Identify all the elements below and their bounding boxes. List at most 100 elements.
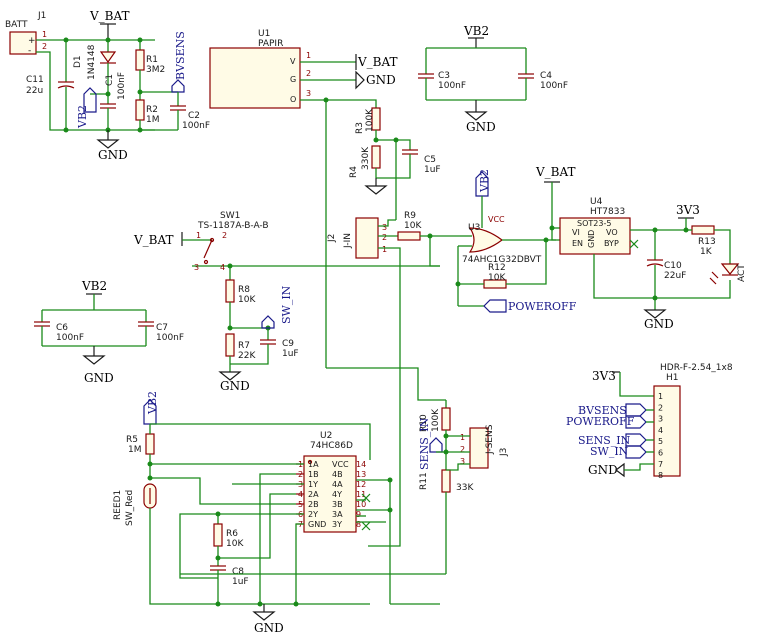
u2-right-pin-number: 11 xyxy=(356,490,366,499)
c3-ref: C3 xyxy=(438,71,450,81)
u1-n3: 3 xyxy=(306,89,311,98)
sw-in-label-2: SW_IN xyxy=(590,445,629,458)
c5-value: 1uF xyxy=(424,165,441,175)
r8-value: 10K xyxy=(238,295,256,305)
c1-value: 100nF xyxy=(117,72,127,100)
r5-ref: R5 xyxy=(126,435,138,445)
h1-value: HDR-F-2.54_1x8 xyxy=(660,363,733,373)
u2-left-pin-name: 2B xyxy=(308,500,319,509)
sw1-n4: 4 xyxy=(220,263,225,272)
sens-in-label-2: SENS_IN xyxy=(578,434,631,447)
c7-value: 100nF xyxy=(156,333,184,343)
j1-minus: - xyxy=(28,46,31,56)
r6-c8-group: R6 10K C8 1uF xyxy=(210,511,249,607)
u1-value: PAPIR xyxy=(258,39,283,49)
j1-pin2-num: 2 xyxy=(42,42,47,51)
gnd-symbol-1: GND xyxy=(96,130,128,162)
reed1-value: SW_Red xyxy=(125,490,135,526)
u2-left-pin-number: 5 xyxy=(298,500,303,509)
c1-ref: C1 xyxy=(105,74,115,86)
r11-ref: R11 xyxy=(419,472,429,490)
j3-n3: 3 xyxy=(460,457,465,466)
d1-ref: D1 xyxy=(73,55,83,68)
r8-r7-c9-group: GND R8 10K R7 22K C9 1uF xyxy=(218,266,299,393)
u2-right-pin-name: 3B xyxy=(332,500,343,509)
c2-ref: C2 xyxy=(188,111,200,121)
j1-value: BATT xyxy=(5,20,28,30)
r2-value: 1M xyxy=(146,115,160,125)
j3-connector: J-SENS J3 1 2 3 xyxy=(460,424,509,469)
vb2-label-2: VB2 xyxy=(463,24,489,38)
u1-n2: 2 xyxy=(306,69,311,78)
c2-value: 100nF xyxy=(182,121,210,131)
c3-c4-group: VB2 GND C3 100nF C4 100nF xyxy=(418,24,568,134)
c11-ref: C11 xyxy=(26,75,44,85)
u2-left-pin-name: GND xyxy=(308,520,326,529)
u2-right-pin-name: 4Y xyxy=(332,490,342,499)
r12-value: 10K xyxy=(488,273,506,283)
h1-pin-number: 8 xyxy=(658,471,663,480)
u4-vo: VO xyxy=(606,228,618,237)
r5-value: 1M xyxy=(128,445,142,455)
c8-ref: C8 xyxy=(232,567,244,577)
sw1-ref: SW1 xyxy=(220,211,240,221)
c7-ref: C7 xyxy=(156,323,168,333)
u1-pin-o: O xyxy=(290,95,296,104)
j1-battery-connector: J1 BATT + - 1 2 xyxy=(5,11,47,56)
sens-in-flag-1: SENS_IN xyxy=(418,417,443,470)
c6-ref: C6 xyxy=(56,323,68,333)
h1-pin-number: 7 xyxy=(658,460,663,469)
r13-ref: R13 xyxy=(698,237,716,247)
sens-in-label-1: SENS_IN xyxy=(418,417,431,470)
h1-pin-number: 1 xyxy=(658,392,663,401)
j2-value: J-IN xyxy=(343,233,353,249)
sw-in-flag-2: SW_IN xyxy=(590,445,654,459)
u4-vi: VI xyxy=(572,228,580,237)
r5-resistor: R5 1M xyxy=(126,433,155,455)
r6-value: 10K xyxy=(226,539,244,549)
vbat-label-3: V_BAT xyxy=(133,233,174,247)
j2-n1: 1 xyxy=(382,245,387,254)
vb2-label-5: VB2 xyxy=(146,391,159,415)
r9-value: 10K xyxy=(404,221,422,231)
r4-value: 330K xyxy=(361,146,371,170)
sw1-n2: 2 xyxy=(222,231,227,240)
vb2-label-3: VB2 xyxy=(478,169,491,193)
u2-right-pin-number: 14 xyxy=(356,460,366,469)
j3-ref: J3 xyxy=(499,448,509,457)
c10-ref: C10 xyxy=(664,261,682,271)
j2-n3: 3 xyxy=(382,223,387,232)
c11-capacitor: C11 22u xyxy=(26,40,75,130)
u3-or-gate: U3 74AHC1G32DBVT VCC xyxy=(462,215,542,265)
r2-resistor: R2 1M xyxy=(135,99,160,130)
v3v3-label-2: 3V3 xyxy=(592,369,616,383)
gnd-label-2: GND xyxy=(366,73,396,87)
u4-value: HT7833 xyxy=(590,207,625,217)
h1-pin-number: 5 xyxy=(658,437,663,446)
c9-value: 1uF xyxy=(282,349,299,359)
h1-ref: H1 xyxy=(666,373,679,383)
gnd-label-7: GND xyxy=(254,621,284,635)
h1-header: HDR-F-2.54_1x8 H1 xyxy=(653,363,733,477)
j1-pin1-num: 1 xyxy=(42,30,47,39)
act-label: ACT xyxy=(737,264,747,282)
u2-left-pin-name: 1B xyxy=(308,470,319,479)
vb2-flag-3: VB2 xyxy=(143,391,159,425)
poweroff-label-2: POWEROFF xyxy=(566,415,635,428)
u1-pin-v: V xyxy=(290,57,296,66)
u2-left-pin-name: 2Y xyxy=(308,510,318,519)
r4-ref: R4 xyxy=(349,166,359,178)
u4-ref: U4 xyxy=(590,197,603,207)
u1-papir: U1 PAPIR V G O 1 2 3 xyxy=(209,29,311,109)
j3-value: J-SENS xyxy=(485,424,495,455)
u2-right-pin-name: 3Y xyxy=(332,520,342,529)
c2-capacitor: C2 100nF xyxy=(140,92,210,131)
u2-right-pin-number: 13 xyxy=(356,470,366,479)
c3-value: 100nF xyxy=(438,81,466,91)
vbat-label-1: V_BAT xyxy=(89,9,130,23)
u1-n1: 1 xyxy=(306,51,311,60)
u2-right-pin-name: 3A xyxy=(332,510,343,519)
r9-resistor: R9 10K xyxy=(397,211,422,241)
sens-in-flag-2: SENS_IN xyxy=(578,433,654,447)
